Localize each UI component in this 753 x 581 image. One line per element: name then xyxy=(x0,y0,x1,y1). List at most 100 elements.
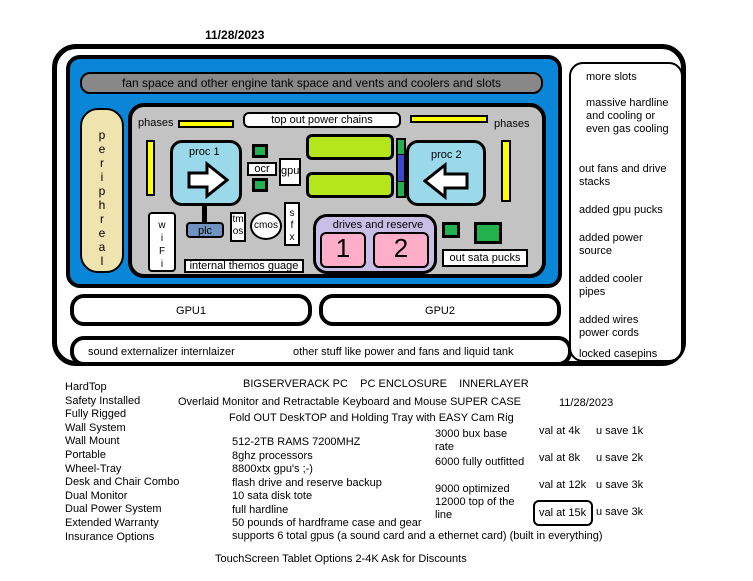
fan-space-bar: fan space and other engine tank space an… xyxy=(80,72,543,94)
savings-label: u save 2k xyxy=(596,452,644,464)
feature-item: HardTop xyxy=(65,381,107,393)
highlight-box xyxy=(533,500,593,526)
sata-puck xyxy=(474,222,502,244)
spec-item: full hardline xyxy=(232,503,289,516)
other-stuff-label: other stuff like power and fans and liqu… xyxy=(293,346,514,358)
phases-left-label: phases xyxy=(138,117,174,129)
thermos-gauge: internal themos guage xyxy=(184,259,304,273)
value-label: val at 4k xyxy=(539,425,580,437)
memory-bank-1 xyxy=(306,134,394,160)
ocr-chip: ocr xyxy=(247,162,277,176)
spec-item: 512-2TB RAMS 7200MHZ xyxy=(232,436,361,448)
feature-item: Portable xyxy=(65,448,106,461)
peripheral-letter: e xyxy=(98,226,106,240)
right-note: added wires power cords xyxy=(579,314,639,339)
cmos-battery: cmos xyxy=(250,212,282,240)
peripheral-letter: p xyxy=(98,184,106,198)
feature-item: Fully Rigged xyxy=(65,408,127,421)
spec-item: 8ghz processors xyxy=(232,449,313,462)
price-tier: 9000 optimized xyxy=(435,483,510,495)
sound-bar xyxy=(70,336,572,366)
right-note: massive hardline and cooling or even gas… xyxy=(586,97,669,135)
proc1-label: proc 1 xyxy=(189,146,220,158)
spec-item: 8800xtx gpu's ;-) xyxy=(232,463,313,475)
sfx-letter: s xyxy=(289,208,295,219)
top-power-chains: top out power chains xyxy=(243,112,401,128)
feature-item: Insurance Options xyxy=(65,530,155,543)
plc-chip: plc xyxy=(186,222,224,238)
peripheral-letter: i xyxy=(100,170,104,184)
locked-casepins: locked casepins xyxy=(579,348,658,360)
yellow-bar-top-right xyxy=(410,115,488,123)
peripheral-letter: p xyxy=(98,128,106,142)
wifi-letter: i xyxy=(160,259,164,270)
product-line2: Overlaid Monitor and Retractable Keyboar… xyxy=(178,396,522,408)
right-note: added cooler pipes xyxy=(579,273,643,298)
drive-1: 1 xyxy=(320,232,366,268)
spec-item: flash drive and reserve backup xyxy=(232,476,382,489)
peripheral-letter: r xyxy=(100,212,104,226)
sfx-letter: f xyxy=(290,220,294,231)
green-chip xyxy=(252,144,268,158)
peripheral-letter: r xyxy=(100,156,104,170)
spec-item: 10 sata disk tote xyxy=(232,490,313,502)
date-secondary: 11/28/2023 xyxy=(559,397,614,409)
features-list: HardTop Safety Installed Fully Rigged Wa… xyxy=(65,381,179,544)
wifi-letter: w xyxy=(158,220,166,231)
feature-item: Dual Monitor xyxy=(65,489,128,502)
savings-label: u save 3k xyxy=(596,506,644,518)
savings-label: u save 1k xyxy=(596,425,644,437)
product-line3: Fold OUT DeskTOP and Holding Tray with E… xyxy=(229,412,514,424)
supports-line: supports 6 total gpus (a sound card and … xyxy=(232,530,603,542)
right-note: added gpu pucks xyxy=(579,204,663,216)
proc2-label: proc 2 xyxy=(431,149,462,161)
peripheral-letter: e xyxy=(98,142,106,156)
feature-item: Wall System xyxy=(65,421,126,434)
memory-bank-2 xyxy=(306,172,394,198)
peripheral-letter: h xyxy=(98,198,106,212)
yellow-bar-top-left xyxy=(178,120,234,128)
phases-right-label: phases xyxy=(494,118,530,130)
right-panel xyxy=(569,62,683,362)
sata-puck xyxy=(442,222,460,238)
sfx-module: s f x xyxy=(284,202,300,246)
spec-item: 50 pounds of hardframe case and gear xyxy=(232,517,422,529)
price-tier: 6000 fully outfitted xyxy=(435,456,525,468)
proc1-socket: proc 1 xyxy=(170,140,242,206)
sound-label: sound externalizer internlaizer xyxy=(88,346,235,358)
yellow-bar-left xyxy=(146,140,155,196)
price-tier: 3000 bux base rate xyxy=(435,428,508,453)
memory-connector-core xyxy=(397,154,405,182)
footer-line: TouchScreen Tablet Options 2-4K Ask for … xyxy=(215,553,467,565)
tmos-chip: tm os xyxy=(230,212,246,242)
arrow-right-icon xyxy=(187,161,229,199)
specs-list: 512-2TB RAMS 7200MHZ 8ghz processors 880… xyxy=(232,436,422,531)
wifi-letter: i xyxy=(160,233,164,244)
out-sata-pucks: out sata pucks xyxy=(442,249,528,267)
drives-reserve-label: drives and reserve xyxy=(332,219,424,231)
sfx-letter: x xyxy=(289,232,295,243)
wifi-letter: F xyxy=(158,246,166,257)
peripheral-column: p e r i p h r e a l xyxy=(80,108,124,273)
right-note: added power source xyxy=(579,232,643,257)
peripheral-letter: a xyxy=(98,240,106,254)
value-label: val at 15k xyxy=(539,507,587,519)
drive-2: 2 xyxy=(373,232,429,268)
feature-item: Dual Power System xyxy=(65,503,162,516)
gpu1-slot: GPU1 xyxy=(70,294,312,326)
feature-item: Extended Warranty xyxy=(65,516,159,529)
right-note: out fans and drive stacks xyxy=(579,163,667,188)
yellow-bar-right xyxy=(501,140,511,202)
feature-item: Safety Installed xyxy=(65,394,141,407)
arrow-left-icon xyxy=(423,162,469,200)
top-date: 11/28/2023 xyxy=(205,28,265,42)
value-label: val at 12k xyxy=(539,479,587,491)
value-label: val at 8k xyxy=(539,452,580,464)
gpu2-slot: GPU2 xyxy=(319,294,561,326)
feature-item: Desk and Chair Combo xyxy=(65,476,180,489)
peripheral-letter: l xyxy=(100,254,104,268)
price-tier: 12000 top of the line xyxy=(435,496,515,521)
feature-item: Wall Mount xyxy=(65,435,120,448)
right-note: more slots xyxy=(586,71,637,83)
plc-connector xyxy=(202,206,207,224)
